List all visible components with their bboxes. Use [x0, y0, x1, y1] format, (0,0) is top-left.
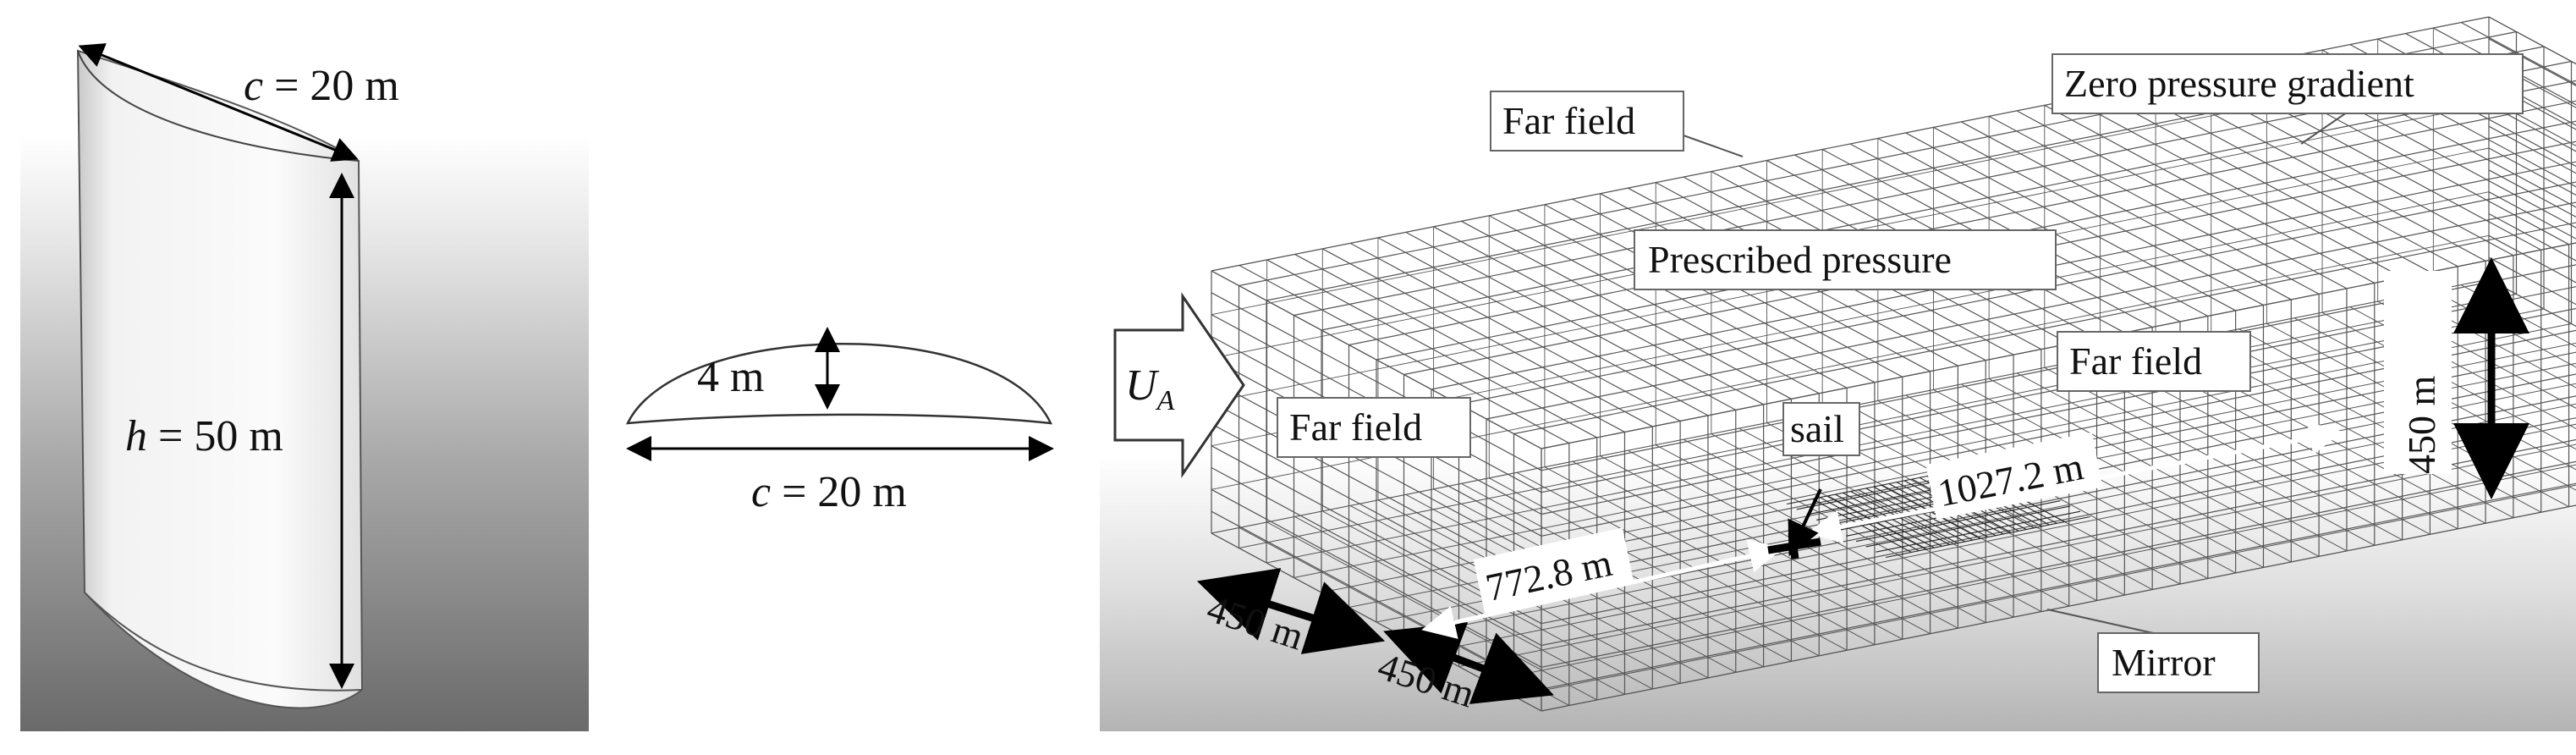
sail-marker-icon — [1767, 532, 1821, 559]
label-sail: sail — [1782, 402, 1860, 456]
svg-text:Prescribed pressure: Prescribed pressure — [1648, 238, 1952, 281]
chord-dimension-arrow — [78, 43, 359, 162]
mesh-line — [1211, 379, 1542, 559]
mesh-line — [1513, 484, 2576, 697]
mesh-line — [1541, 329, 2576, 537]
mesh-line — [2488, 234, 2576, 284]
svg-text:Far field: Far field — [1502, 99, 1635, 142]
svg-text:sail: sail — [1790, 407, 1844, 450]
mesh-line — [1348, 100, 2576, 346]
mesh-line — [2488, 125, 2576, 174]
mesh-line — [2488, 103, 2576, 152]
mesh-line — [1541, 504, 2576, 712]
mesh-line — [1513, 222, 2576, 435]
svg-text:Far field: Far field — [1289, 405, 1422, 449]
mesh-line — [1321, 80, 2576, 331]
mesh-line — [2488, 256, 2576, 306]
height-dimension-label: 450 m — [2400, 376, 2443, 475]
mesh-line — [1486, 464, 2576, 682]
sail-height-label: h = 50 m — [125, 412, 283, 460]
inflow-velocity-label: UA — [1125, 361, 1175, 416]
side-width-arrow — [1383, 622, 1554, 704]
mesh-line — [1211, 292, 1542, 471]
label-far-field-top: Far field — [1490, 91, 1684, 152]
mesh-line — [2488, 81, 2576, 130]
leader-far-field-top — [1683, 135, 1744, 157]
sail-pointer-arrow — [1788, 488, 1822, 557]
svg-text:Mirror: Mirror — [2112, 641, 2216, 684]
front-width-arrow — [1196, 568, 1386, 654]
mesh-line — [2488, 147, 2576, 196]
inflow-arrow-icon — [1113, 292, 1245, 478]
label-prescribed-pressure: Prescribed pressure — [1634, 229, 2057, 290]
panel-domain: UA Far field Zero pressure gradient Pres… — [1100, 0, 2576, 731]
mesh-line — [2488, 60, 2576, 108]
label-far-field-right: Far field — [2057, 331, 2251, 392]
panel-sail-3d: c = 20 m h = 50 m — [20, 43, 589, 731]
mesh-line — [1541, 482, 2576, 690]
mesh-line — [2488, 38, 2576, 86]
mesh-line — [1239, 294, 2517, 548]
mesh-line — [1211, 270, 1542, 449]
sail-chord-label: c = 20 m — [244, 62, 399, 110]
label-far-field-left: Far field — [1277, 397, 1471, 458]
sail-bottom-edge — [84, 592, 363, 692]
label-mirror: Mirror — [2097, 632, 2260, 693]
height-dimension-box: 450 m — [2384, 271, 2452, 474]
panel-section: 4 m c = 20 m — [625, 327, 1054, 516]
label-zero-pressure-gradient: Zero pressure gradient — [2051, 53, 2524, 114]
mesh-line — [2488, 169, 2576, 218]
sail-body — [76, 49, 364, 709]
section-chord-label: c = 20 m — [751, 468, 907, 516]
mesh-line — [2488, 191, 2576, 240]
section-profile — [625, 343, 1053, 425]
mesh-line — [1458, 181, 2576, 405]
mesh-line — [2488, 212, 2576, 262]
mesh-line — [1486, 201, 2576, 420]
svg-text:Zero pressure gradient: Zero pressure gradient — [2064, 62, 2414, 105]
mesh-line — [2488, 16, 2576, 65]
mesh-line — [1431, 161, 2576, 390]
mesh-line — [1541, 242, 2576, 449]
svg-text:Far field: Far field — [2069, 339, 2202, 383]
camber-label: 4 m — [697, 353, 764, 401]
